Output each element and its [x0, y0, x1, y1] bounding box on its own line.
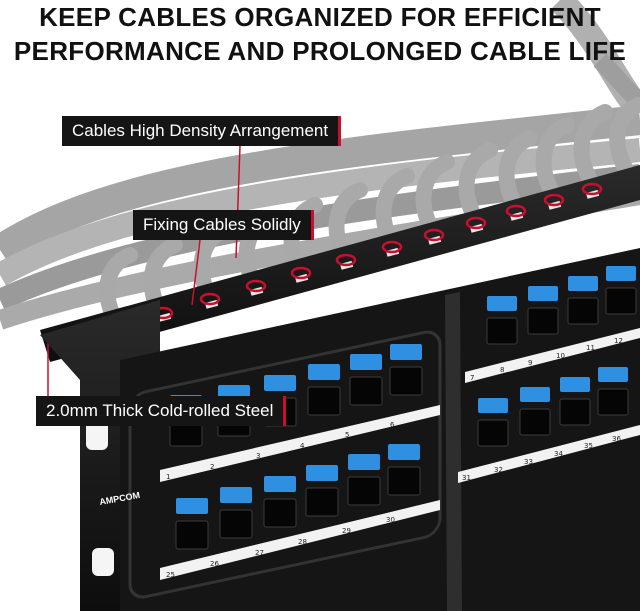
left-module-bottom-row [160, 444, 440, 580]
rack-hole-top [86, 420, 108, 450]
svg-text:33: 33 [524, 458, 533, 466]
svg-text:27: 27 [255, 549, 264, 557]
svg-text:4: 4 [300, 442, 305, 450]
svg-text:28: 28 [298, 538, 307, 546]
svg-text:29: 29 [342, 527, 351, 535]
right-module-top-row [465, 266, 640, 383]
svg-text:25: 25 [166, 571, 175, 579]
label-strip-right-top [465, 328, 640, 383]
headline-line-1: KEEP CABLES ORGANIZED FOR EFFICIENT [39, 2, 601, 32]
rack-hole-bottom [92, 548, 114, 576]
svg-text:36: 36 [612, 435, 621, 443]
svg-text:8: 8 [500, 366, 504, 374]
svg-text:3: 3 [256, 452, 260, 460]
svg-text:32: 32 [494, 466, 503, 474]
svg-text:7: 7 [470, 374, 474, 382]
callout-fixing-cables: Fixing Cables Solidly [133, 210, 314, 240]
callout-steel-thickness: 2.0mm Thick Cold-rolled Steel [36, 396, 287, 426]
svg-text:12: 12 [614, 337, 623, 345]
headline: KEEP CABLES ORGANIZED FOR EFFICIENT PERF… [0, 0, 640, 68]
svg-text:2: 2 [210, 463, 214, 471]
port-numbers-left-bottom: 25 26 27 28 29 30 [166, 516, 395, 579]
svg-text:11: 11 [586, 344, 595, 352]
svg-text:30: 30 [386, 516, 395, 524]
port-numbers-left-top: 1 2 3 4 5 6 [166, 421, 395, 481]
callout-cable-density: Cables High Density Arrangement [62, 116, 342, 146]
svg-text:26: 26 [210, 560, 219, 568]
svg-text:9: 9 [528, 359, 532, 367]
port-numbers-right-bottom: 31 32 33 34 35 36 [462, 435, 621, 482]
svg-text:6: 6 [390, 421, 395, 429]
port-numbers-right-top: 7 8 9 10 11 12 [470, 337, 623, 382]
svg-text:1: 1 [166, 473, 170, 481]
right-module-bottom-row [458, 367, 640, 483]
svg-text:5: 5 [345, 431, 349, 439]
label-strip-right-bottom [458, 425, 640, 483]
label-strip-left-top [160, 405, 440, 482]
svg-text:31: 31 [462, 474, 471, 482]
svg-text:34: 34 [554, 450, 563, 458]
label-strip-left-bottom [160, 500, 440, 580]
svg-text:35: 35 [584, 442, 593, 450]
headline-line-2: PERFORMANCE AND PROLONGED CABLE LIFE [13, 36, 627, 66]
svg-text:10: 10 [556, 352, 565, 360]
